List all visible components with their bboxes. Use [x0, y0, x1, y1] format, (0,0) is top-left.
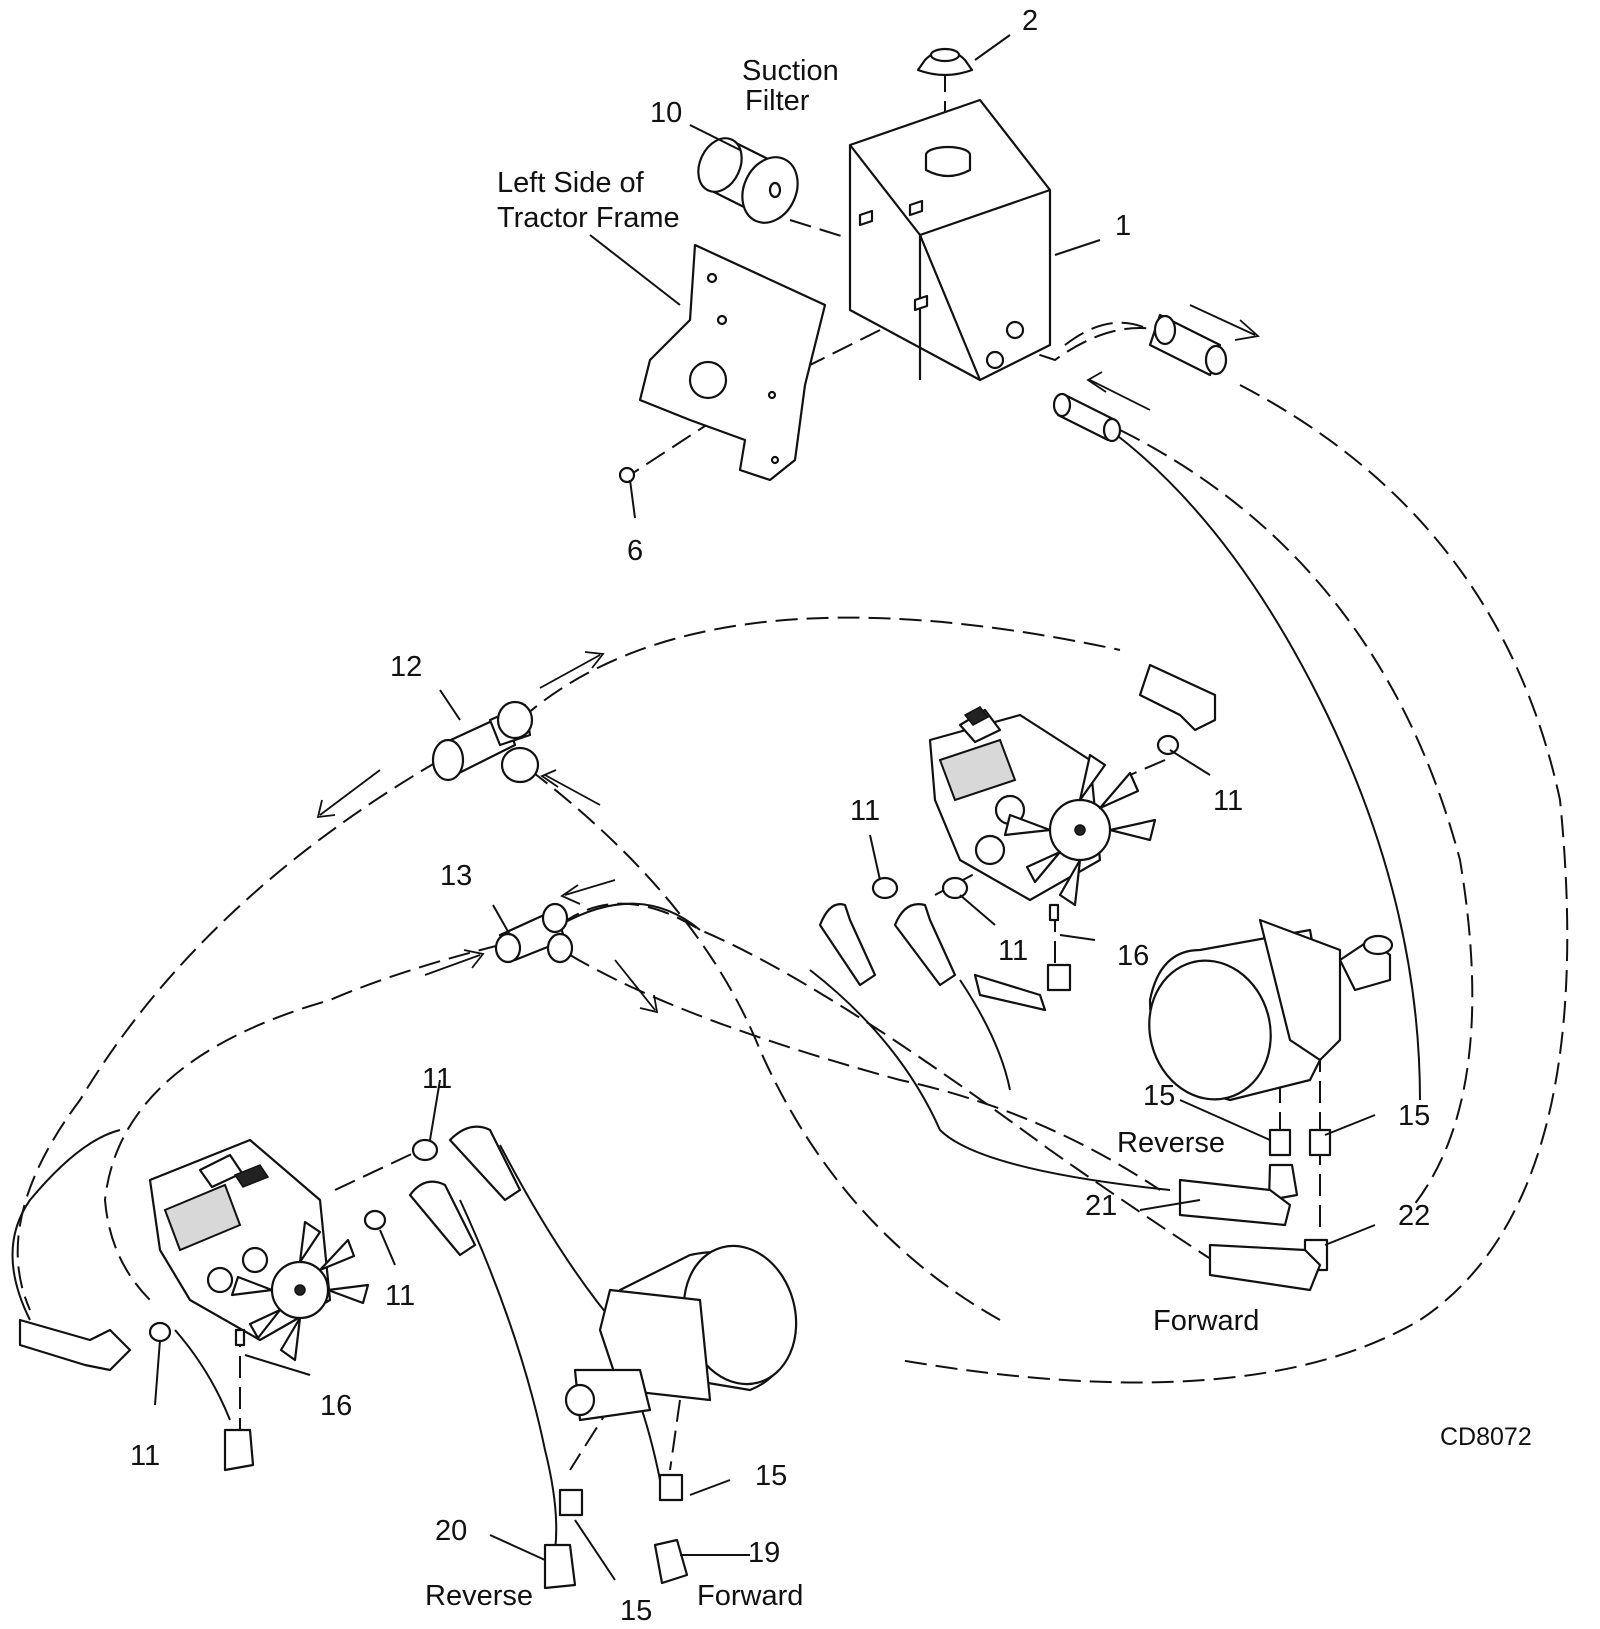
left-wheel-motor — [564, 1244, 798, 1422]
callout-10: 10 — [650, 97, 682, 129]
callout-leaders — [154, 34, 1376, 1581]
callout-15-c: 15 — [755, 1460, 787, 1492]
callout-16-b: 16 — [320, 1390, 352, 1422]
callout-6: 6 — [627, 535, 643, 567]
left-pump-hose-ends — [18, 1125, 522, 1472]
left-pump-fan — [230, 1220, 370, 1362]
callout-15-b: 15 — [1398, 1100, 1430, 1132]
left-motor-fittings — [543, 1473, 689, 1590]
callout-11-c: 11 — [998, 935, 1028, 967]
left-hydraulic-pump — [148, 1138, 439, 1362]
right-wheel-motor — [1148, 918, 1394, 1102]
callout-1: 1 — [1115, 210, 1131, 242]
label-reverse-right: Reverse — [1117, 1127, 1225, 1159]
right-motor-fittings — [1178, 1128, 1332, 1292]
right-pump-fan — [1003, 753, 1157, 907]
right-hydraulic-pump — [871, 706, 1180, 922]
callout-21: 21 — [1085, 1190, 1117, 1222]
label-left-side-line1: Left Side of — [497, 167, 645, 199]
callout-15-d: 15 — [620, 1595, 652, 1627]
hydraulic-reservoir — [848, 98, 1052, 382]
right-pump-hose-ends — [818, 663, 1217, 1012]
tee-fitting-12 — [431, 700, 540, 784]
callout-11-e: 11 — [385, 1280, 415, 1312]
label-forward-left: Forward — [697, 1580, 803, 1612]
callout-2: 2 — [1022, 5, 1038, 37]
callout-22: 22 — [1398, 1200, 1430, 1232]
callout-19: 19 — [748, 1537, 780, 1569]
reservoir-cap — [916, 47, 974, 77]
reservoir-fittings — [1052, 313, 1228, 443]
label-suction-filter-line2: Filter — [745, 85, 810, 117]
tee-fitting-13 — [494, 902, 574, 964]
callout-11-d: 11 — [422, 1063, 452, 1095]
callout-numbers: 2 10 1 6 12 11 11 13 11 16 11 15 15 21 2… — [130, 5, 1430, 1627]
suction-filter — [697, 137, 799, 224]
label-suction-filter-line1: Suction — [742, 55, 839, 87]
label-forward-right: Forward — [1153, 1305, 1259, 1337]
flow-arrows — [316, 304, 1260, 1014]
callout-12: 12 — [390, 651, 422, 683]
callout-11-f: 11 — [130, 1440, 160, 1472]
callout-11-b: 11 — [1213, 785, 1243, 817]
callout-16-a: 16 — [1117, 940, 1149, 972]
callout-13: 13 — [440, 860, 472, 892]
diagram-labels: Suction Filter Left Side of Tractor Fram… — [425, 55, 1532, 1612]
label-reverse-left: Reverse — [425, 1580, 533, 1612]
tractor-frame-bracket — [618, 243, 827, 484]
callout-15-a: 15 — [1143, 1080, 1175, 1112]
label-left-side-line2: Tractor Frame — [497, 202, 680, 234]
diagram-id: CD8072 — [1440, 1423, 1532, 1451]
callout-20: 20 — [435, 1515, 467, 1547]
callout-11-a: 11 — [850, 795, 880, 827]
hydraulic-hoses — [16, 70, 1569, 1471]
